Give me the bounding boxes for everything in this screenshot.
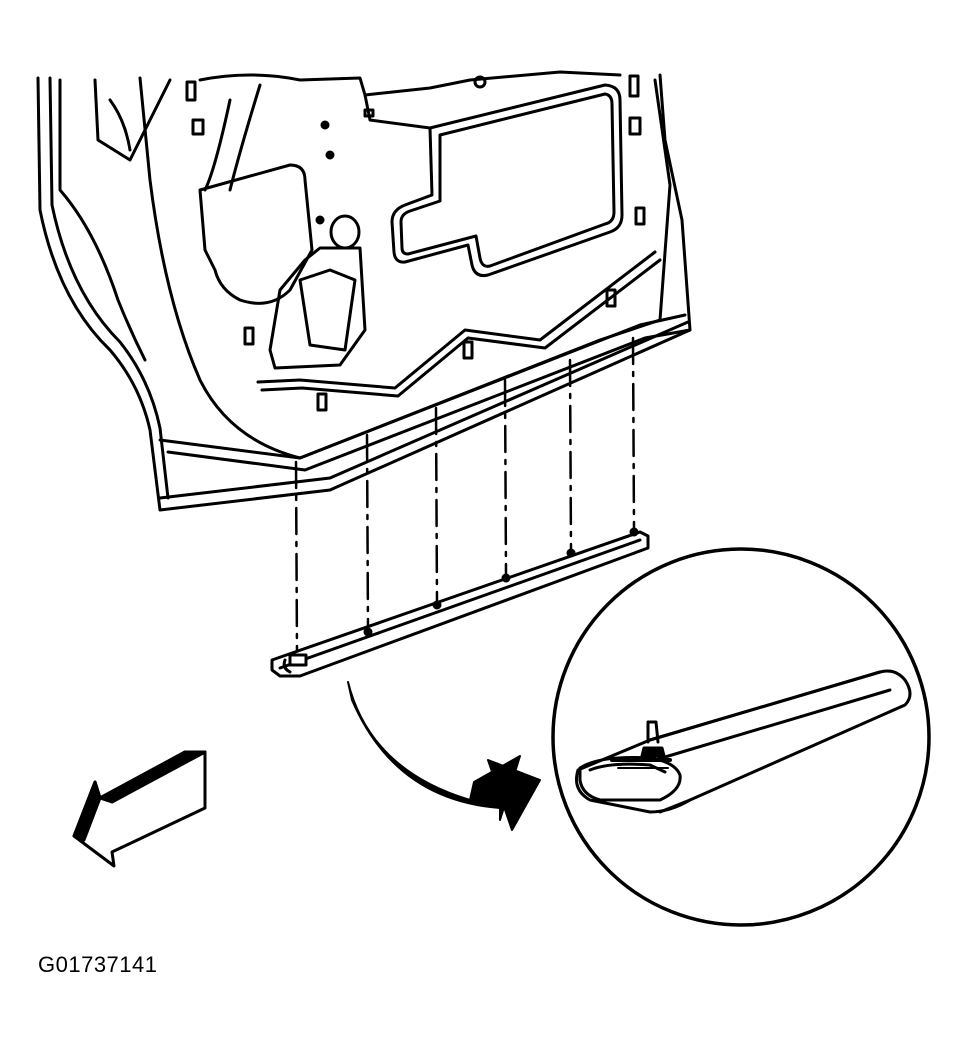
curved-callout-arrow-icon: [347, 681, 541, 831]
door-assembly: [36, 70, 692, 512]
alignment-line: [434, 406, 439, 605]
speaker-hole: [329, 214, 361, 250]
door-outer-skin: [36, 73, 692, 512]
front-direction-arrow-icon: [72, 750, 207, 868]
alignment-lines: [294, 336, 636, 654]
alignment-line: [503, 378, 508, 577]
door-harness-wire: [256, 250, 657, 390]
alignment-line: [294, 460, 299, 654]
door-access-opening: [390, 83, 624, 277]
alignment-line: [365, 433, 370, 632]
door-inner-panel: [138, 76, 672, 460]
retainer-clip: [646, 720, 660, 744]
detail-circle: [551, 547, 931, 927]
figure-id-label: G01737141: [38, 952, 158, 977]
door-outer-skin-inner-edge: [48, 76, 170, 500]
door-module-bracket: [198, 163, 314, 305]
detail-magnified-view: [551, 547, 931, 927]
sill-molding-strip: [270, 527, 650, 678]
hinge-pillar: [58, 78, 147, 362]
door-lower-rail: [158, 313, 687, 460]
alignment-line: [568, 358, 573, 552]
alignment-line: [631, 336, 636, 532]
